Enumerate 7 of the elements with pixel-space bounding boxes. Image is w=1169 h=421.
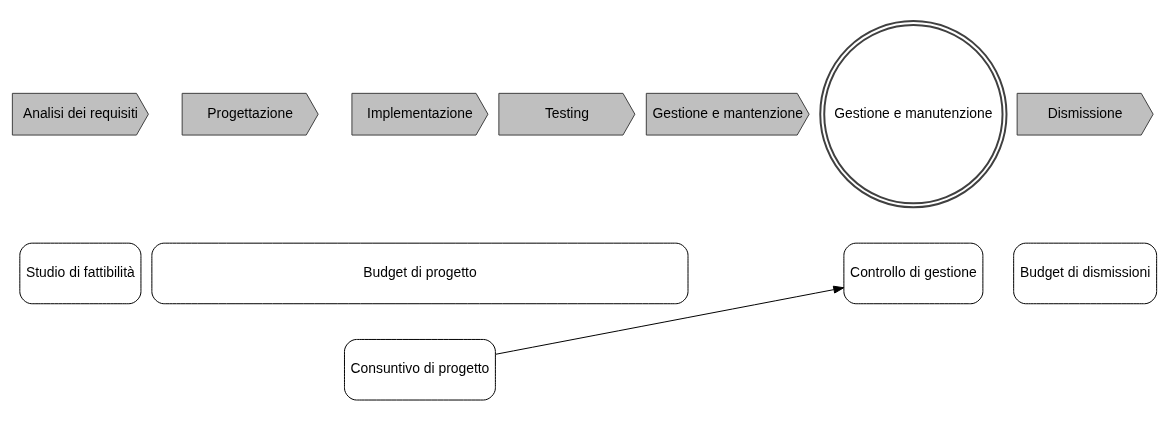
arrow <box>495 285 845 355</box>
node-box: Consuntivo di progetto <box>344 338 496 401</box>
node-box: Controllo di gestione <box>843 242 984 305</box>
node-box: Studio di fattibilità <box>19 242 142 305</box>
node-box: Budget di dismissioni <box>1013 242 1158 305</box>
node-circle: Gestione e manutenzione <box>819 20 1008 209</box>
node-box: Budget di progetto <box>151 242 689 305</box>
